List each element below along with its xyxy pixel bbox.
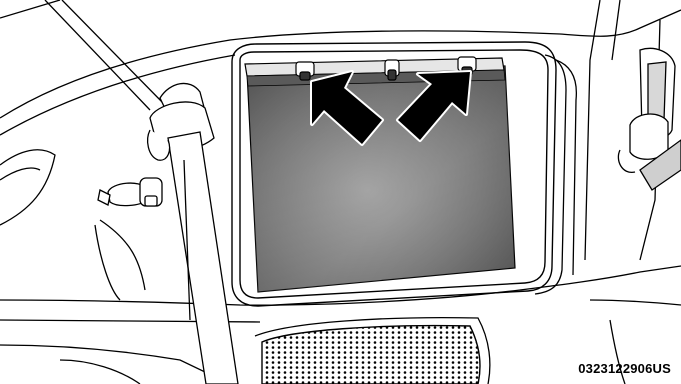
sunshade-panel bbox=[245, 58, 515, 292]
rear-belt-guide bbox=[618, 48, 681, 190]
figure-code-label: 0323122906US bbox=[578, 361, 671, 376]
seat-belt bbox=[148, 83, 238, 384]
coat-hook bbox=[98, 178, 162, 206]
speaker-grille bbox=[255, 318, 490, 384]
